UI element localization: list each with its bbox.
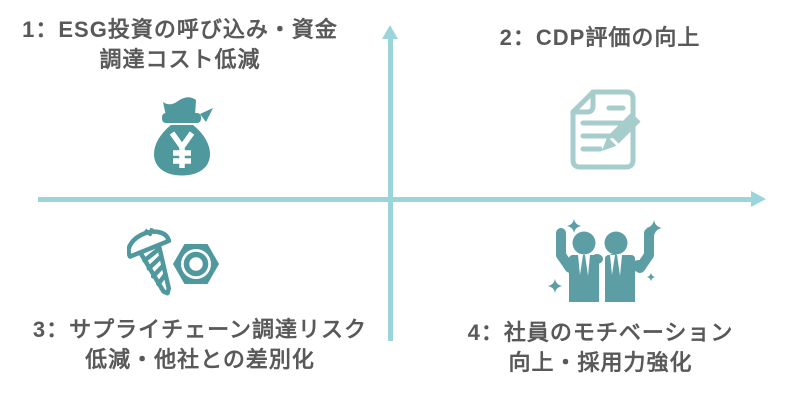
quadrant-1-label-line2: 調達コスト低減 — [99, 47, 261, 72]
vertical-axis-arrow-icon — [382, 25, 398, 39]
sparkle-icon — [646, 272, 656, 282]
yen-symbol — [169, 131, 195, 168]
sparkle-icon — [548, 279, 562, 293]
necktie — [578, 255, 590, 276]
horizontal-axis-line — [38, 197, 752, 202]
quadrant-4-label-line2: 向上・採用力強化 — [508, 350, 693, 375]
necktie — [610, 255, 622, 276]
quadrant-4-label: 4：社員のモチベーション 向上・採用力強化 — [430, 318, 771, 378]
quadrant-2-label: 2：CDP評価の向上 — [430, 23, 770, 53]
pencil-icon — [602, 112, 641, 151]
quadrant-1-label-line1: 1：ESG投資の呼び込み・資金 — [22, 17, 338, 42]
quadrant-3-label-line2: 低減・他社との差別化 — [85, 347, 315, 372]
sparkle-icon — [645, 219, 662, 237]
horizontal-axis-arrow-icon — [751, 191, 766, 207]
celebrating-people-icon — [548, 219, 662, 302]
screw-and-nut-icon — [127, 227, 219, 296]
document-edit-icon — [570, 89, 641, 170]
nut-icon — [173, 244, 219, 284]
quadrant-3-label-line1: 3：サプライチェーン調達リスク — [32, 317, 368, 342]
quadrant-3-label: 3：サプライチェーン調達リスク 低減・他社との差別化 — [20, 315, 380, 375]
money-bag-icon — [154, 97, 213, 176]
vertical-axis-line — [388, 37, 393, 341]
quadrant-1-label: 1：ESG投資の呼び込み・資金 調達コスト低減 — [5, 15, 355, 75]
screw-icon — [127, 227, 172, 296]
quadrant-4-label-line1: 4：社員のモチベーション — [467, 320, 734, 345]
sparkle-icon — [567, 219, 581, 233]
quadrant-2-label-line1: 2：CDP評価の向上 — [499, 25, 701, 50]
